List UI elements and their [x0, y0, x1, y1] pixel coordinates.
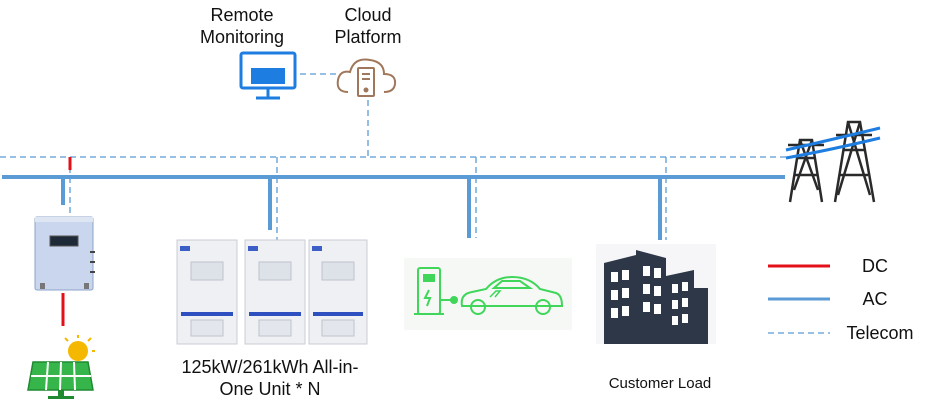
building-icon: [596, 244, 716, 344]
car-icon: [460, 275, 564, 307]
sun-icon: [68, 341, 88, 361]
storage-units: [176, 239, 368, 345]
ac-lines: [2, 175, 785, 240]
remote-monitoring-line1: Remote: [210, 5, 274, 25]
grid-tower-icon: [785, 120, 881, 203]
cloud-platform-label: Cloud Platform: [318, 4, 418, 48]
cloud-platform-line2: Platform: [334, 27, 402, 47]
telecom-lines: [0, 73, 790, 240]
storage-cabinet: [308, 239, 368, 345]
legend-ac-label: AC: [862, 289, 888, 309]
legend-swatches: [768, 264, 830, 334]
ev-charger-icon: [404, 258, 572, 330]
remote-monitoring-label: Remote Monitoring: [192, 4, 292, 48]
storage-cabinet: [176, 239, 238, 345]
unit-line2: One Unit * N: [219, 379, 321, 399]
remote-monitoring-line2: Monitoring: [199, 27, 285, 47]
cloud-platform-line1: Cloud: [344, 5, 392, 25]
solar-panel-icon: [27, 335, 95, 399]
unit-line1: 125kW/261kWh All-in-: [181, 357, 359, 377]
inverter-icon: [34, 216, 95, 291]
cloud-server-icon: [336, 58, 397, 97]
monitor-icon: [239, 51, 297, 100]
unit-label: 125kW/261kWh All-in- One Unit * N: [160, 356, 380, 400]
customer-load-label: Customer Load: [608, 375, 712, 392]
legend-telecom-label: Telecom: [846, 323, 914, 343]
legend-dc-label: DC: [862, 256, 888, 276]
storage-cabinet: [244, 239, 306, 345]
dc-lines: [61, 157, 72, 326]
